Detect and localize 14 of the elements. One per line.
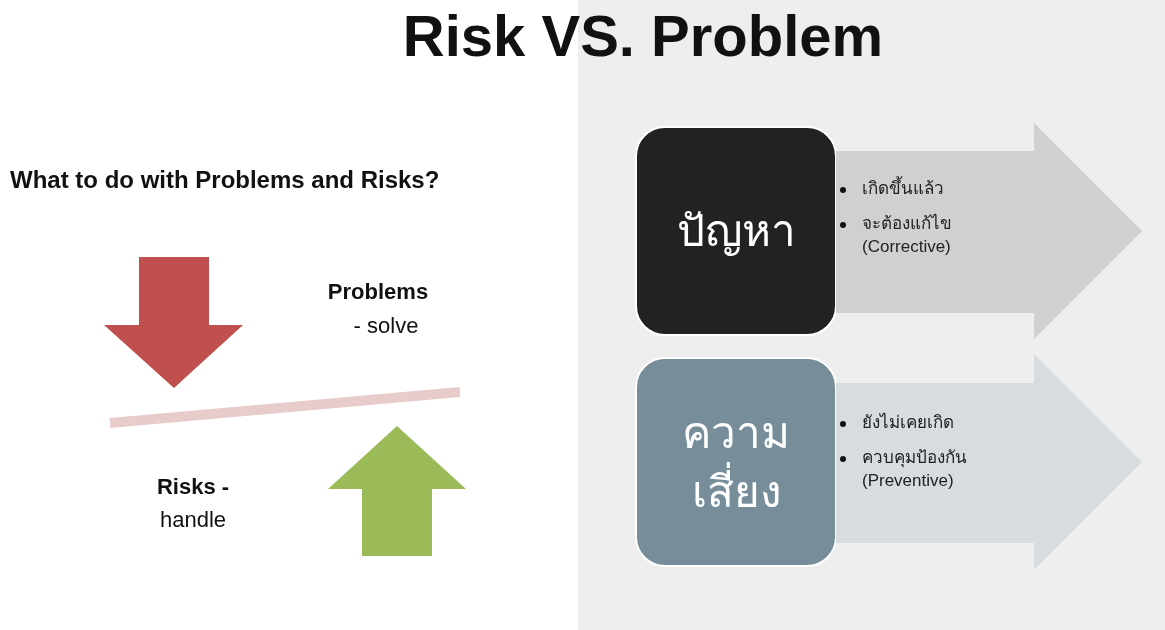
rounded-box: ปัญหา — [635, 126, 837, 336]
bullet-text: จะต้องแก้ไข (Corrective) — [862, 212, 953, 258]
caption-text: handle — [158, 507, 228, 533]
arrow-shape — [836, 354, 1142, 570]
bullet-text: ควบคุมป้องกัน (Preventive) — [862, 446, 968, 492]
arrow-shape — [836, 123, 1142, 339]
bullet-text: ยังไม่เคยเกิด — [862, 412, 955, 434]
caption-text: Risks - — [155, 474, 231, 500]
caption-text: - solve — [352, 313, 420, 339]
rounded-box: ความเสี่ยง — [635, 357, 837, 567]
caption-text: Problems — [326, 279, 430, 305]
heading: What to do with Problems and Risks? — [10, 166, 440, 194]
title: Risk VS. Problem — [401, 2, 885, 69]
bullet-text: เกิดขึ้นแล้ว — [862, 178, 987, 201]
